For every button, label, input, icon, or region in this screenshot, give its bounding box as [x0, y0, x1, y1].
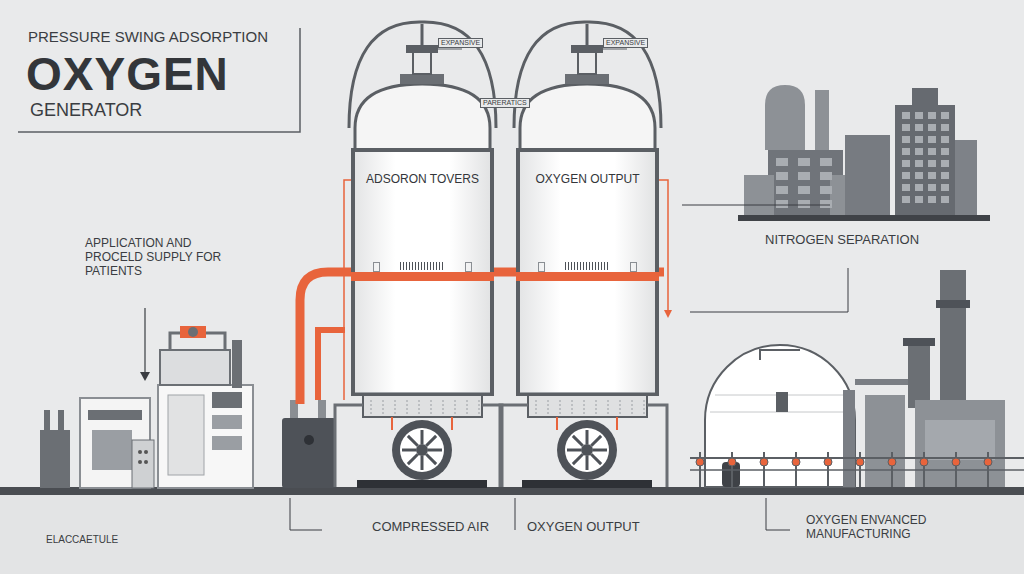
- title: OXYGEN: [26, 48, 229, 101]
- tower-label: ADSORON TOVERS: [355, 152, 490, 186]
- leader-line: [682, 205, 830, 206]
- callout-label: COMPRESSED AIR: [372, 520, 489, 535]
- tower-decoration: [500, 22, 667, 488]
- factory: [738, 85, 990, 221]
- ground: [0, 494, 1024, 574]
- medical-equipment: [40, 326, 253, 488]
- pipe-segment: [516, 272, 659, 281]
- leader-line: [690, 268, 848, 312]
- leader-arrowhead: [140, 372, 150, 381]
- compressor: [282, 400, 336, 488]
- tag-label: PARERATICS: [480, 98, 530, 108]
- seam-mark: [630, 262, 637, 272]
- tower-label: OXYGEN OUTPUT: [520, 152, 655, 186]
- callout-label: APPLICATION AND PROCELD SUPPLY FOR PATIE…: [85, 237, 235, 278]
- leader-bracket: [290, 498, 322, 530]
- callout-label: GENERATOR: [30, 100, 142, 121]
- pipe-segment: [351, 272, 494, 281]
- leader-line: [144, 308, 145, 374]
- pipe-connector: [494, 268, 516, 277]
- leader-bracket: [766, 498, 790, 530]
- adsorption-tower: ADSORON TOVERS: [351, 148, 494, 396]
- seam-line: [520, 392, 655, 393]
- seam-mark: [465, 262, 472, 272]
- seam-line: [355, 392, 490, 393]
- seam-mark: [373, 262, 380, 272]
- callout-label: OXYGEN OUTPUT: [527, 520, 640, 535]
- tag-label: EXPANSIVE: [603, 38, 648, 48]
- leader-bracket: [515, 498, 516, 530]
- callout-label: PRESSURE SWING ADSORPTION: [28, 28, 268, 45]
- industrial-plant: [690, 270, 1024, 487]
- tag-label: EXPANSIVE: [438, 38, 483, 48]
- seam-mark: [538, 262, 545, 272]
- callout-label: OXYGEN ENVANCED MANUFACTURING: [806, 514, 956, 542]
- callout-label: NITROGEN SEPARATION: [765, 233, 919, 248]
- hatch-band: [400, 262, 445, 270]
- tower-decoration: [335, 22, 502, 488]
- title-bracket: [18, 28, 300, 132]
- adsorption-tower: OXYGEN OUTPUT: [516, 148, 659, 396]
- feed-pipe: [318, 330, 345, 400]
- signal-arrowhead: [664, 310, 672, 318]
- hatch-band: [565, 262, 610, 270]
- callout-label: ELACCAETULE: [46, 534, 118, 546]
